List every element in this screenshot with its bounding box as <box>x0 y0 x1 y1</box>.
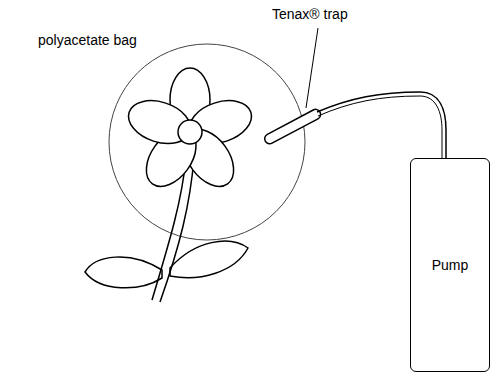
part-label: polyacetate bag <box>38 32 137 49</box>
leader-line <box>306 28 318 108</box>
leaf <box>85 257 162 288</box>
pump-tubing <box>317 92 446 158</box>
part-label: Tenax® trap <box>272 6 348 23</box>
node-text: Pump <box>432 257 469 273</box>
pump-tubing <box>318 96 442 158</box>
leaf <box>170 241 248 278</box>
flower-center <box>178 120 202 144</box>
tenax-trap <box>263 108 322 146</box>
pump-box: Pump <box>410 158 490 372</box>
flower-petals <box>123 68 257 196</box>
